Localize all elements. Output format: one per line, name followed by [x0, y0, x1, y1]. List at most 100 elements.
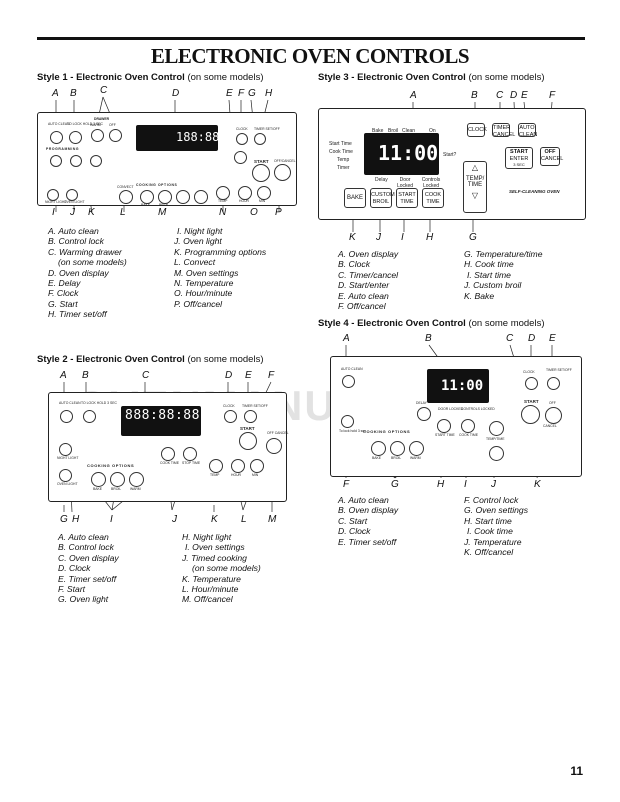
- s2-off-cancel-button[interactable]: [266, 438, 282, 454]
- s3-up-arrow-icon: △: [471, 163, 479, 172]
- style3-control-panel: Bake Broil Clean On Start Time Cook Time…: [318, 108, 586, 220]
- style4-callout-b: B: [425, 333, 432, 344]
- legend-item: G. Temperature/time: [464, 249, 543, 259]
- s1-timer-label: TIMER SET/OFF: [254, 127, 280, 131]
- s3-start-label: START: [510, 149, 528, 155]
- s3-hold-label: 3 SEC: [513, 162, 525, 167]
- s4-start-time-button[interactable]: [437, 419, 451, 433]
- style4-callout-j: J: [491, 479, 496, 490]
- s1-min-button[interactable]: [257, 186, 271, 200]
- s4-controls-locked-label: CONTROLS LOCKED: [461, 407, 495, 411]
- s3-start-enter-button[interactable]: START ENTER 3 SEC: [505, 147, 533, 169]
- s1-night-light-button[interactable]: [47, 189, 59, 201]
- s3-cook-time-button[interactable]: COOK TIME: [422, 188, 444, 208]
- s4-temp-up-button[interactable]: [489, 421, 504, 436]
- s3-temp-indicator: Temp: [337, 157, 350, 163]
- s1-drawer-label: DRAWER: [94, 117, 110, 121]
- s2-oven-light-button[interactable]: [59, 469, 72, 482]
- s4-temp-down-button[interactable]: [489, 446, 504, 461]
- legend-item: K. Temperature: [182, 573, 241, 584]
- s2-bake-button[interactable]: [91, 472, 106, 487]
- legend-item: (on some models): [192, 563, 261, 574]
- s2-clock-button[interactable]: [224, 410, 237, 423]
- s4-clock-button[interactable]: [525, 377, 538, 390]
- s2-timer-button[interactable]: [244, 410, 257, 423]
- legend-item: D. Start/enter: [338, 280, 390, 291]
- s1-temp-button[interactable]: [216, 186, 230, 200]
- style2-heading: Style 2 - Electronic Oven Control (on so…: [37, 354, 264, 365]
- s1-prog-button-3[interactable]: [90, 155, 102, 167]
- s1-convect-button[interactable]: [119, 190, 133, 204]
- s1-bake-button[interactable]: [140, 190, 154, 204]
- s1-timer-button[interactable]: [254, 133, 266, 145]
- s1-oven-light-button[interactable]: [66, 189, 78, 201]
- legend-item: N. Temperature: [174, 278, 234, 289]
- s4-auto-clean-button[interactable]: [342, 375, 355, 388]
- style3-callout-h: H: [426, 232, 434, 243]
- s1-start-button[interactable]: [252, 164, 270, 182]
- s1-auto-clean-button[interactable]: [50, 131, 63, 144]
- s3-off-cancel-button[interactable]: OFF CANCEL: [540, 147, 563, 166]
- s2-hour-button[interactable]: [231, 459, 245, 473]
- s2-stop-time-button[interactable]: [183, 447, 197, 461]
- s3-cook-time-indicator: Cook Time: [329, 149, 353, 155]
- legend-item: H. Start time: [464, 515, 512, 526]
- s3-temp-time-label: TEMP/ TIME: [466, 175, 485, 189]
- style3-legend-left: A. Oven display B. Clock C. Timer/cancel…: [338, 249, 398, 311]
- s3-auto-clean-button[interactable]: AUTO CLEAN: [518, 123, 538, 138]
- s1-broil-button[interactable]: [158, 190, 172, 204]
- style1-callout-m: M: [158, 207, 167, 218]
- style1-callout-o: O: [250, 207, 258, 218]
- legend-item: D. Clock: [338, 526, 371, 537]
- s4-start-button[interactable]: [521, 405, 540, 424]
- s1-drawer-warm-button[interactable]: [91, 129, 104, 142]
- s4-warm-button[interactable]: [409, 441, 424, 456]
- s3-timer-cancel-button[interactable]: TIMER CANCEL: [492, 123, 516, 138]
- s2-timer-label: TIMER SET/OFF: [242, 404, 268, 408]
- s4-temp-time-label: TEMP/TIME: [486, 437, 505, 441]
- legend-item: L. Hour/minute: [182, 584, 239, 595]
- s2-min-button[interactable]: [250, 459, 264, 473]
- s1-clock-button[interactable]: [236, 133, 248, 145]
- style3-callout-k: K: [349, 232, 356, 243]
- legend-item: F. Start: [58, 584, 86, 595]
- s2-auto-clean-button[interactable]: [60, 410, 73, 423]
- s3-temp-time-button[interactable]: △ TEMP/ TIME ▽: [463, 161, 487, 213]
- s1-delay-button[interactable]: [234, 151, 247, 164]
- legend-item: E. Timer set/off: [338, 536, 397, 547]
- s4-off-cancel-button[interactable]: [545, 407, 562, 424]
- s4-broil-button[interactable]: [390, 441, 405, 456]
- s1-prog-button-1[interactable]: [50, 155, 62, 167]
- s1-drawer-off-button[interactable]: [109, 129, 122, 142]
- s3-bake-button[interactable]: BAKE: [344, 188, 366, 208]
- s2-broil-button[interactable]: [110, 472, 125, 487]
- s4-control-lock-button[interactable]: [341, 415, 354, 428]
- s1-hour-button[interactable]: [238, 186, 252, 200]
- s4-bake-button[interactable]: [371, 441, 386, 456]
- s1-control-lock-button[interactable]: [69, 131, 82, 144]
- legend-item: M. Off/cancel: [182, 594, 233, 605]
- s2-control-lock-button[interactable]: [83, 410, 96, 423]
- s2-warm-button[interactable]: [129, 472, 144, 487]
- s3-start-time-button[interactable]: START TIME: [396, 188, 418, 208]
- s2-night-light-button[interactable]: [59, 443, 72, 456]
- s4-delay-button[interactable]: [417, 407, 431, 421]
- s4-cook-time-button[interactable]: [461, 419, 475, 433]
- s3-clock-button[interactable]: CLOCK: [467, 123, 487, 137]
- style4-callout-c: C: [506, 333, 514, 344]
- s1-option-button-3[interactable]: [176, 190, 190, 204]
- style4-callout-e: E: [549, 333, 556, 344]
- s2-cook-time-button[interactable]: [161, 447, 175, 461]
- legend-item: F. Control lock: [464, 495, 519, 505]
- s4-timer-button[interactable]: [547, 377, 560, 390]
- s2-start-button[interactable]: [239, 432, 257, 450]
- legend-item: E. Timer set/off: [58, 573, 117, 584]
- s1-clock-label: CLOCK: [236, 127, 248, 131]
- s1-bake-label: BAKE: [141, 203, 151, 207]
- s1-prog-button-2[interactable]: [70, 155, 82, 167]
- s1-off-cancel-button[interactable]: [274, 164, 291, 181]
- s1-option-button-4[interactable]: [194, 190, 208, 204]
- s2-temp-button[interactable]: [209, 459, 223, 473]
- s3-custom-broil-button[interactable]: CUSTOM BROIL: [370, 188, 395, 208]
- s1-min-label: MIN: [259, 199, 266, 203]
